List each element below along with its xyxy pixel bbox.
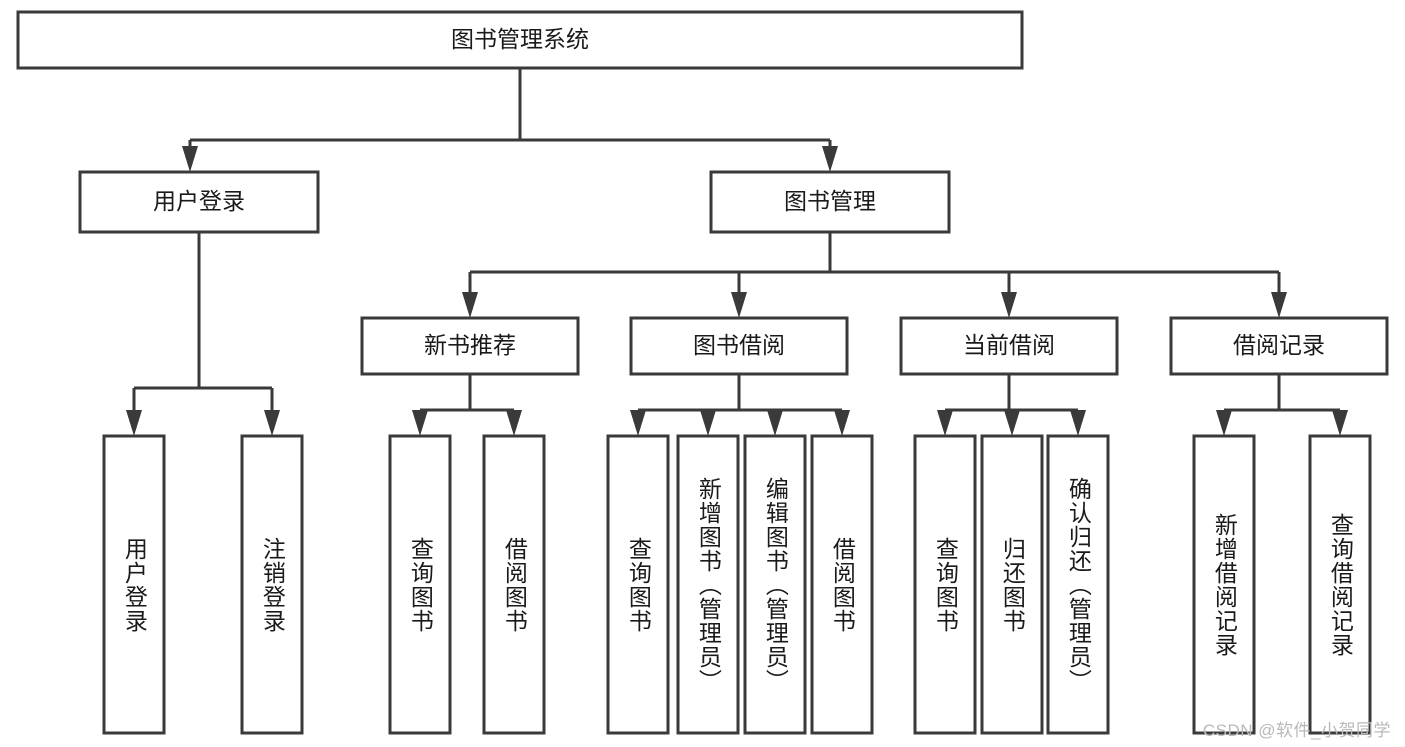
node-label-book-borrow: 图书借阅 (693, 332, 785, 358)
node-label-current-borrow: 当前借阅 (963, 332, 1055, 358)
node-leaf-query-books-current[interactable] (913, 434, 977, 735)
node-borrow-records[interactable]: 借阅记录 (1169, 316, 1389, 376)
node-root[interactable]: 图书管理系统 (16, 10, 1024, 70)
node-current-borrow[interactable]: 当前借阅 (899, 316, 1119, 376)
node-user-login[interactable]: 用户登录 (78, 170, 320, 234)
node-leaf-query-books-rec[interactable] (388, 434, 452, 735)
node-leaf-add-book-admin[interactable] (676, 434, 740, 735)
csdn-watermark: CSDN @软件_小贺同学 (1202, 721, 1391, 740)
node-label-new-book-recommend: 新书推荐 (424, 332, 516, 358)
node-leaf-confirm-return-admin[interactable] (1046, 434, 1110, 735)
connector-layer (126, 68, 1348, 436)
connector-borrow-records (1216, 374, 1348, 436)
node-leaf-borrow-books-rec[interactable] (482, 434, 546, 735)
node-leaf-user-login[interactable] (102, 434, 166, 735)
node-label-book-management: 图书管理 (784, 188, 876, 214)
connector-current-borrow (937, 374, 1086, 436)
connector-user-login (126, 232, 280, 436)
node-leaf-edit-book-admin[interactable] (743, 434, 807, 735)
node-label-root: 图书管理系统 (451, 26, 589, 52)
node-leaf-logout[interactable] (240, 434, 304, 735)
node-label-user-login: 用户登录 (153, 188, 245, 214)
node-leaf-borrow-books[interactable] (810, 434, 874, 735)
connector-book-management (462, 232, 1287, 318)
connector-root (182, 68, 838, 172)
node-leaf-query-borrow-record[interactable] (1308, 434, 1372, 735)
node-leaf-return-books[interactable] (980, 434, 1044, 735)
node-label-borrow-records: 借阅记录 (1233, 332, 1325, 358)
node-leaf-add-borrow-record[interactable] (1192, 434, 1256, 735)
node-book-borrow[interactable]: 图书借阅 (629, 316, 849, 376)
connector-book-borrow (630, 374, 850, 436)
connector-new-book-recommend (412, 374, 522, 436)
node-book-management[interactable]: 图书管理 (709, 170, 951, 234)
node-leaf-query-books-borrow[interactable] (606, 434, 670, 735)
node-new-book-recommend[interactable]: 新书推荐 (360, 316, 580, 376)
